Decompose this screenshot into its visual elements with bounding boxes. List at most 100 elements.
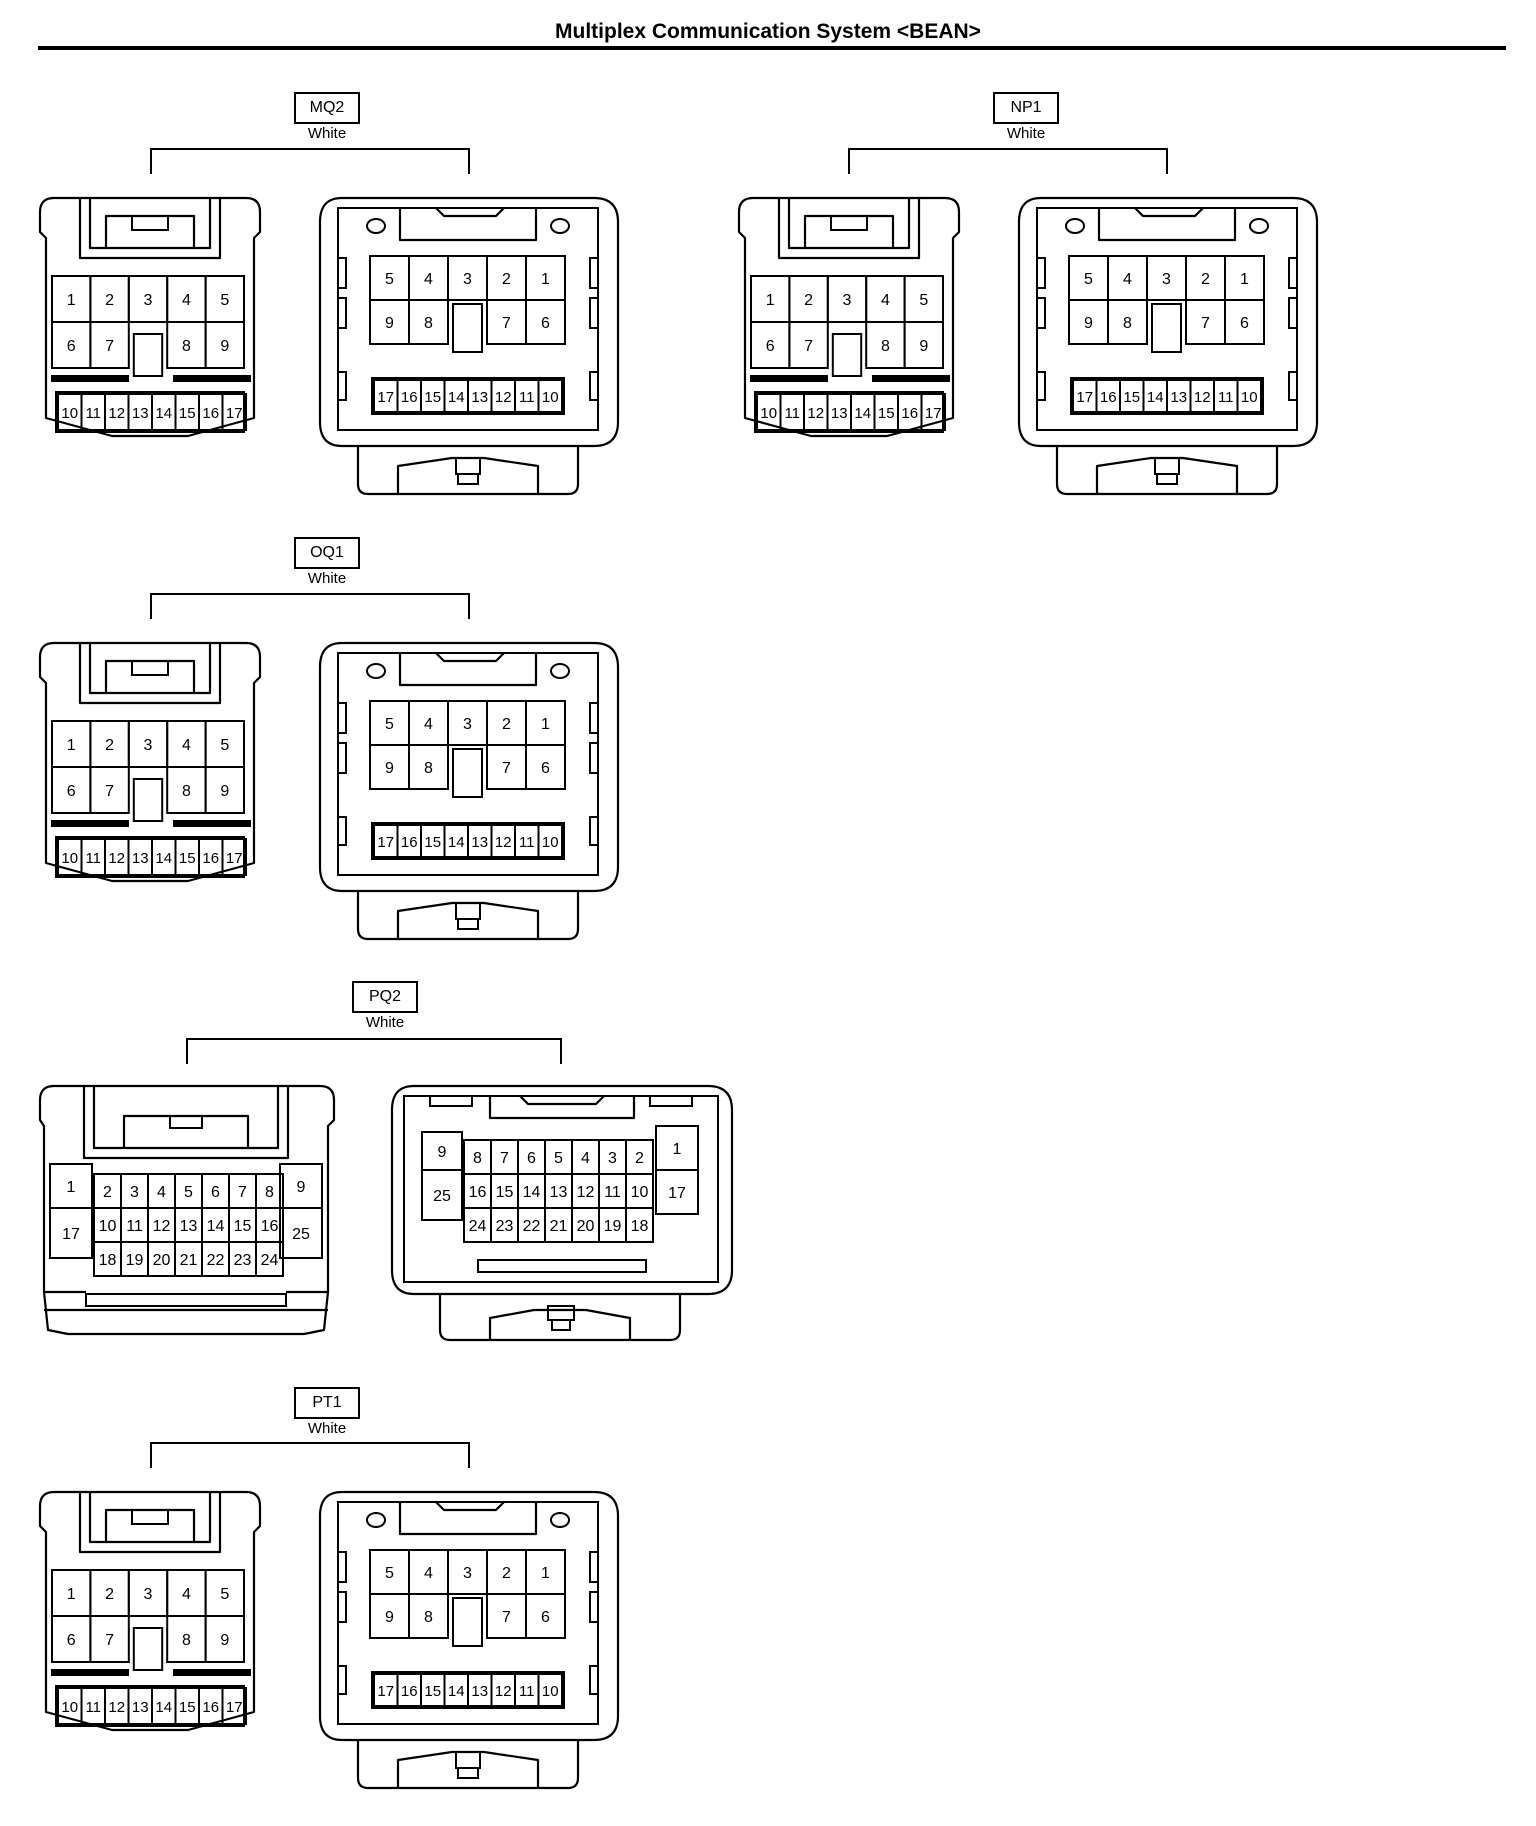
pin-number: 7 — [105, 1632, 114, 1649]
connector-id-label: MQ2 — [294, 92, 360, 124]
pin-cell: 8 — [408, 1593, 449, 1639]
pin-cell: 17 — [221, 838, 247, 876]
pin-cell: 9 — [369, 744, 410, 790]
pin-number: 3 — [1162, 271, 1171, 288]
pin-number: 18 — [631, 1218, 649, 1235]
pin-number: 5 — [385, 716, 394, 733]
pin-number: 17 — [62, 1226, 80, 1243]
pin-number: 4 — [1123, 271, 1132, 288]
pin-cell: 7 — [228, 1173, 257, 1209]
pin-number: 12 — [108, 405, 125, 422]
pin-cell: 14 — [1142, 379, 1168, 413]
pin-cell: 11 — [1213, 379, 1239, 413]
pin-number: 3 — [608, 1150, 617, 1167]
pin-cell: 8 — [408, 744, 449, 790]
pin-number: 13 — [471, 1683, 488, 1700]
pin-cell: 4 — [408, 700, 449, 746]
pin-key — [1151, 303, 1182, 353]
pin-cell: 14 — [443, 1673, 469, 1707]
pin-number: 23 — [496, 1218, 514, 1235]
pin-cell: 2 — [93, 1173, 122, 1209]
pin-number: 11 — [1218, 389, 1234, 406]
pin-cell: 9 — [279, 1163, 323, 1209]
pin-cell: 6 — [201, 1173, 230, 1209]
pin-number: 1 — [67, 1586, 76, 1603]
pin-number: 12 — [495, 1683, 512, 1700]
pin-number: 10 — [61, 850, 78, 867]
pin-number: 3 — [144, 1586, 153, 1603]
pin-cell: 15 — [420, 379, 446, 413]
pin-number: 13 — [180, 1218, 198, 1235]
pin-cell: 8 — [166, 766, 207, 814]
pin-cell: 2 — [89, 1569, 130, 1617]
pin-cell: 2 — [1185, 255, 1226, 301]
pin-cell: 10 — [537, 379, 563, 413]
pin-number: 2 — [103, 1184, 112, 1201]
pin-cell: 2 — [486, 1549, 527, 1595]
pin-number: 10 — [99, 1218, 117, 1235]
pin-number: 4 — [182, 1586, 191, 1603]
pin-number: 4 — [581, 1150, 590, 1167]
pin-number: 13 — [550, 1184, 568, 1201]
pin-number: 1 — [766, 292, 775, 309]
pin-cell: 4 — [1107, 255, 1148, 301]
pin-number: 23 — [234, 1252, 252, 1269]
pin-number: 11 — [519, 834, 535, 851]
pin-number: 2 — [635, 1150, 644, 1167]
pin-cell: 3 — [447, 700, 488, 746]
pin-cell: 7 — [486, 1593, 527, 1639]
pin-number: 5 — [385, 271, 394, 288]
pin-cell: 17 — [655, 1169, 699, 1215]
pin-cell: 16 — [396, 379, 422, 413]
pin-number: 14 — [155, 850, 172, 867]
pin-cell: 11 — [598, 1173, 627, 1209]
pin-number: 1 — [67, 1179, 76, 1196]
pin-cell: 12 — [571, 1173, 600, 1209]
pin-number: 17 — [226, 405, 243, 422]
pin-number: 12 — [495, 389, 512, 406]
pin-number: 18 — [99, 1252, 117, 1269]
pin-number: 17 — [1076, 389, 1093, 406]
pin-number: 12 — [495, 834, 512, 851]
pin-cell: 16 — [198, 1687, 224, 1725]
pin-cell: 7 — [89, 1615, 130, 1663]
pin-cell: 5 — [544, 1139, 573, 1175]
pin-cell: 5 — [204, 720, 246, 768]
pin-cell: 15 — [174, 1687, 200, 1725]
pin-cell: 13 — [127, 393, 153, 431]
pin-cell: 3 — [120, 1173, 149, 1209]
pin-number: 14 — [155, 405, 172, 422]
pin-number: 10 — [61, 405, 78, 422]
pin-number: 6 — [67, 1632, 76, 1649]
pin-cell: 10 — [57, 393, 83, 431]
pin-key — [452, 1597, 483, 1647]
pin-number: 17 — [226, 1699, 243, 1716]
pin-number: 7 — [238, 1184, 247, 1201]
connector-color-label: White — [307, 1420, 347, 1437]
pin-cell: 19 — [598, 1207, 627, 1243]
pin-number: 25 — [292, 1226, 310, 1243]
pin-number: 3 — [130, 1184, 139, 1201]
pin-cell: 13 — [467, 1673, 493, 1707]
pin-cell: 12 — [147, 1207, 176, 1243]
pin-cell: 8 — [166, 321, 207, 369]
pin-number: 6 — [541, 315, 550, 332]
pin-cell: 15 — [174, 838, 200, 876]
pin-number: 14 — [448, 1683, 465, 1700]
pin-number: 12 — [108, 850, 125, 867]
pin-cell: 15 — [174, 393, 200, 431]
pin-cell: 4 — [865, 275, 906, 323]
pin-number: 14 — [448, 834, 465, 851]
pin-key — [132, 1627, 164, 1671]
pin-cell: 16 — [1095, 379, 1121, 413]
female-connector-face: 9251178162471523614225132141220311192101… — [390, 1084, 734, 1342]
pin-number: 12 — [1194, 389, 1211, 406]
pin-cell: 13 — [127, 1687, 153, 1725]
pin-number: 7 — [804, 338, 813, 355]
pin-cell: 17 — [49, 1207, 93, 1259]
pin-cell: 17 — [221, 393, 247, 431]
pin-cell: 2 — [788, 275, 829, 323]
